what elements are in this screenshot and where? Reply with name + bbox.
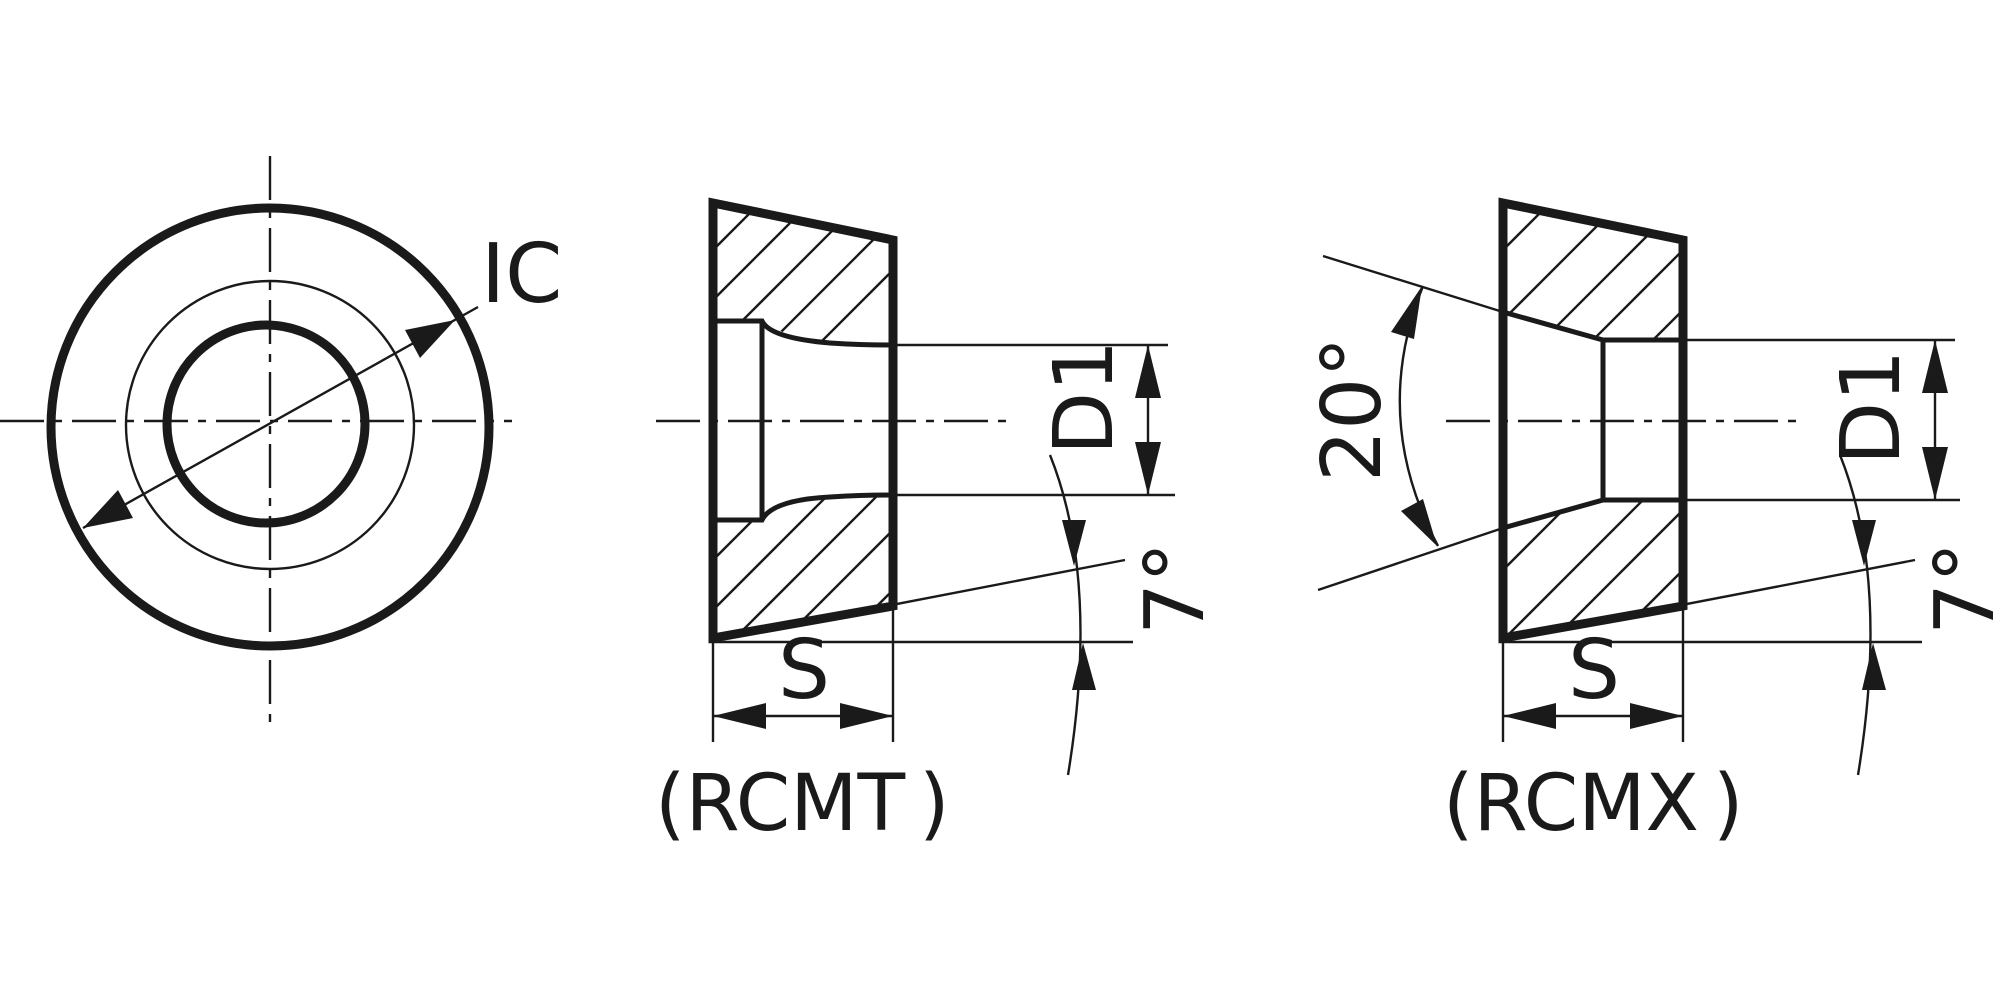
rcmt-d1-arrow-bottom	[1135, 442, 1161, 495]
rcmx-d1-arrow-bottom	[1922, 447, 1948, 500]
rcmx-s-arrow-right	[1630, 703, 1683, 729]
rcmx-paren-close: )	[1713, 759, 1743, 849]
rcmt-angle-flank-line	[709, 558, 1126, 642]
rcmx-caption: (RCMX)	[1443, 759, 1743, 849]
rcmt-angle-arc	[1048, 454, 1082, 776]
rcmt-s-arrow-right	[840, 703, 893, 729]
rcmx-angle-arc	[1838, 454, 1872, 776]
rcmx-chamfer-arrow-lower	[1401, 499, 1437, 546]
rcmt-variant-name: RCMT	[685, 759, 905, 849]
rcmt-paren-open: (	[655, 759, 685, 849]
rcmx-angle-label: 7°	[1918, 542, 2000, 635]
rcmx-angle-arrow-lower	[1862, 643, 1886, 690]
rcmt-s-label: S	[778, 623, 830, 718]
rcmx-bore-profile	[1502, 309, 1683, 531]
rcmx-variant-name: RCMX	[1473, 759, 1699, 849]
top-view: IC	[0, 156, 562, 728]
rcmt-angle-arrow-upper	[1062, 520, 1086, 566]
ic-label: IC	[481, 227, 562, 322]
rcmx-chamfer-arrow-upper	[1391, 286, 1422, 339]
rcmt-s-arrow-left	[713, 703, 766, 729]
ic-arrow-upper	[405, 320, 455, 358]
rcmt-d1-arrow-top	[1135, 345, 1161, 398]
rcmt-paren-close: )	[919, 759, 949, 849]
insert-middle-circle	[124, 279, 416, 571]
rcmt-section: D1 7° S (RCMT)	[655, 197, 1223, 849]
rcmx-s-arrow-left	[1503, 703, 1556, 729]
rcmt-d1-label: D1	[1037, 340, 1132, 455]
rcmt-bore-profile	[716, 318, 894, 523]
rcmt-caption: (RCMT)	[655, 759, 950, 849]
insert-outer-circle	[46, 203, 494, 651]
rcmx-angle-arrow-upper	[1852, 520, 1876, 566]
rcmx-hatching	[1503, 203, 1683, 638]
rcmx-angle-flank-line	[1499, 558, 1916, 642]
ic-dimension-line	[82, 305, 479, 530]
rcmt-angle-label: 7°	[1128, 542, 1223, 635]
rcmx-chamfer-label: 20°	[1305, 337, 1400, 482]
rcmx-paren-open: (	[1443, 759, 1473, 849]
insert-bore-circle	[162, 320, 370, 528]
rcmx-d1-label: D1	[1824, 350, 1919, 465]
rcmx-section: 20° D1 7° S (RCMX)	[1305, 197, 2000, 849]
rcmx-s-label: S	[1568, 623, 1620, 718]
rcmx-chamfer-line-upper	[1322, 254, 1504, 314]
rcmt-angle-arrow-lower	[1072, 643, 1096, 690]
rcmx-d1-arrow-top	[1922, 340, 1948, 393]
rcmx-chamfer-line-lower	[1317, 526, 1504, 592]
ic-arrow-lower	[83, 490, 133, 528]
